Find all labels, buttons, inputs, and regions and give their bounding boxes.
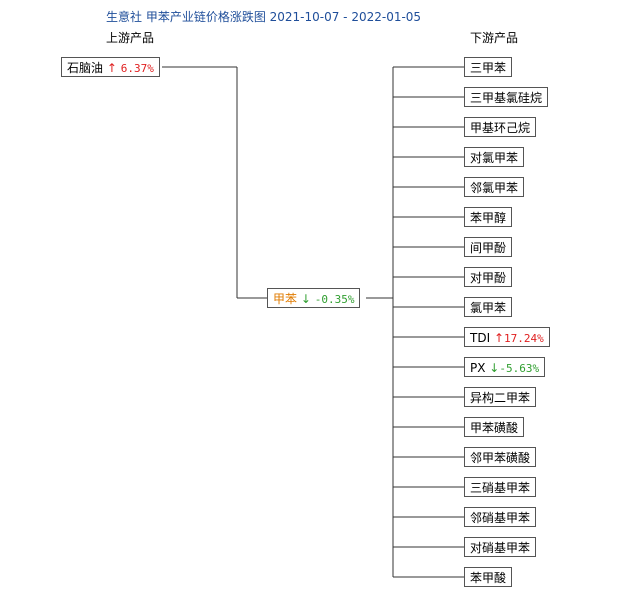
- downstream-name: 对氯甲苯: [470, 151, 519, 165]
- downstream-node: 对甲酚: [464, 267, 513, 287]
- downstream-node: PX ↓-5.63%: [464, 357, 546, 377]
- downstream-name: 间甲酚: [470, 241, 507, 255]
- center-node: 甲苯 ↓ -0.35%: [267, 288, 361, 308]
- downstream-name: 苯甲醇: [470, 211, 507, 225]
- downstream-node: 异构二甲苯: [464, 387, 537, 407]
- downstream-name: 异构二甲苯: [470, 391, 531, 405]
- downstream-name: 氯甲苯: [470, 301, 507, 315]
- upstream-label: 上游产品: [106, 31, 155, 45]
- upstream-name: 石脑油: [67, 61, 104, 75]
- downstream-node: 氯甲苯: [464, 297, 513, 317]
- downstream-node: 苯甲醇: [464, 207, 513, 227]
- downstream-name: 三甲苯: [470, 61, 507, 75]
- downstream-node: 对氯甲苯: [464, 147, 525, 167]
- downstream-name: 邻硝基甲苯: [470, 511, 531, 525]
- downstream-name: TDI: [470, 331, 491, 345]
- downstream-label: 下游产品: [470, 31, 519, 45]
- downstream-node: 三甲基氯硅烷: [464, 87, 549, 107]
- downstream-name: 邻氯甲苯: [470, 181, 519, 195]
- down-arrow-icon: ↓: [300, 292, 311, 306]
- downstream-node: 对硝基甲苯: [464, 537, 537, 557]
- downstream-node: 甲苯磺酸: [464, 417, 525, 437]
- downstream-node: TDI ↑17.24%: [464, 327, 550, 347]
- upstream-node: 石脑油 ↑ 6.37%: [61, 57, 160, 77]
- down-arrow-icon: ↓: [489, 361, 500, 375]
- downstream-name: 三甲基氯硅烷: [470, 91, 543, 105]
- downstream-name: 三硝基甲苯: [470, 481, 531, 495]
- center-change: -0.35%: [314, 293, 355, 306]
- downstream-name: 对硝基甲苯: [470, 541, 531, 555]
- downstream-node: 三甲苯: [464, 57, 513, 77]
- center-name: 甲苯: [273, 292, 298, 306]
- up-arrow-icon: ↑: [493, 331, 504, 345]
- downstream-node: 甲基环己烷: [464, 117, 537, 137]
- downstream-node: 邻甲苯磺酸: [464, 447, 537, 467]
- up-arrow-icon: ↑: [106, 61, 117, 75]
- downstream-node: 三硝基甲苯: [464, 477, 537, 497]
- downstream-name: 甲苯磺酸: [470, 421, 519, 435]
- downstream-name: 甲基环己烷: [470, 121, 531, 135]
- downstream-node: 邻硝基甲苯: [464, 507, 537, 527]
- downstream-name: 苯甲酸: [470, 571, 507, 585]
- downstream-node: 间甲酚: [464, 237, 513, 257]
- downstream-name: 对甲酚: [470, 271, 507, 285]
- downstream-node: 邻氯甲苯: [464, 177, 525, 197]
- downstream-name: 邻甲苯磺酸: [470, 451, 531, 465]
- downstream-node: 苯甲酸: [464, 567, 513, 587]
- chart-title: 生意社 甲苯产业链价格涨跌图 2021-10-07 - 2022-01-05: [106, 10, 422, 24]
- downstream-change: -5.63%: [499, 362, 540, 375]
- downstream-change: 17.24%: [504, 332, 544, 345]
- upstream-change: 6.37%: [120, 62, 154, 75]
- downstream-name: PX: [470, 361, 486, 375]
